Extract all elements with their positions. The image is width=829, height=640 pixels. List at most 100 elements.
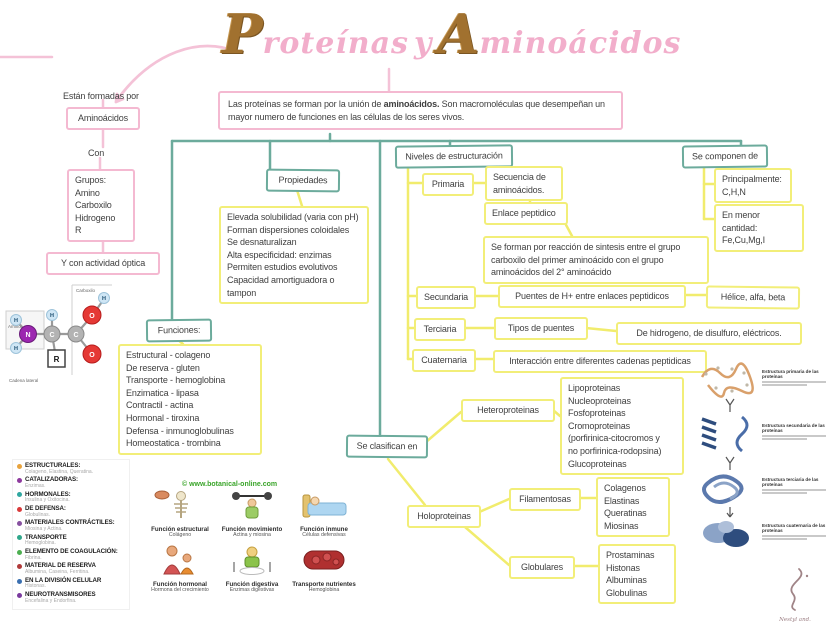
legend-dot bbox=[17, 578, 22, 584]
componen-menor-box: En menor cantidad: Fe,Cu,Mg,I bbox=[714, 204, 804, 252]
caption-text-bar bbox=[762, 492, 807, 494]
legend-item: CATALIZADORAS:Enzimas. bbox=[17, 477, 125, 489]
structure-caption: Estructura terciaria de las proteínas bbox=[762, 477, 826, 494]
down-arrow bbox=[726, 507, 734, 518]
node-terciaria: Terciaria bbox=[414, 318, 466, 341]
protein-types-legend: ESTRUCTURALES:Colageno, Elastina, Querat… bbox=[12, 459, 130, 611]
svg-text:H: H bbox=[50, 313, 54, 319]
legend-dot bbox=[17, 564, 22, 570]
skeleton-illustration bbox=[154, 490, 188, 518]
caption-text-bar bbox=[762, 384, 807, 386]
caption-text-bar bbox=[762, 538, 807, 540]
caption-text-bar bbox=[762, 435, 826, 437]
legend-dot bbox=[17, 592, 22, 598]
node-enlace-peptidico: Enlace peptidico bbox=[484, 202, 568, 225]
node-primaria: Primaria bbox=[422, 173, 474, 196]
node-componen: Se componen de bbox=[681, 144, 769, 169]
primary-structure-chain bbox=[700, 362, 754, 398]
weightlifter-illustration bbox=[232, 492, 272, 519]
node-filamentosas: Filamentosas bbox=[509, 488, 581, 511]
function-cell: Función estructural Colágeno bbox=[146, 489, 214, 539]
nitrogen-atom bbox=[19, 325, 37, 343]
oxygen-atom bbox=[82, 344, 102, 364]
function-cell: Función digestiva Enzimas digestivas bbox=[218, 544, 286, 594]
legend-item: ELEMENTO DE COAGULACIÓN:Fibrina. bbox=[17, 549, 125, 561]
botanical-copyright: © www.botanical-online.com bbox=[182, 481, 278, 488]
tertiary-structure-blob bbox=[702, 474, 744, 504]
globulares-list: Prostaminas Histonas Albuminas Globulina… bbox=[598, 544, 676, 605]
node-heteroproteinas: Heteroproteinas bbox=[461, 399, 555, 422]
cuaternaria-detalle-box: Interacción entre diferentes cadenas pep… bbox=[493, 350, 707, 373]
label-cadena-lateral: Cadena lateral bbox=[9, 378, 38, 383]
svg-text:R: R bbox=[54, 355, 60, 364]
node-holoproteinas: Holoproteinas bbox=[407, 505, 481, 528]
carbon-atom bbox=[43, 325, 61, 343]
enlace-detalle-box: Se forman por reacción de sintesis entre… bbox=[483, 236, 709, 284]
legend-dot bbox=[17, 535, 22, 541]
node-funciones: Funciones: bbox=[145, 318, 213, 342]
title-initial-a: A bbox=[437, 2, 480, 66]
function-cell: Función inmune Células defensivas bbox=[290, 489, 358, 539]
r-group-box bbox=[47, 349, 66, 368]
eating-person-illustration bbox=[233, 546, 271, 575]
tipos-detalle-box: De hidrogeno, de disulfuro, eléctricos. bbox=[616, 322, 802, 345]
down-arrow bbox=[725, 398, 735, 412]
page-title: Proteínas y Aminoácidos bbox=[222, 2, 680, 66]
label-carboxilo: Carboxilo bbox=[76, 288, 96, 293]
node-tipos-puentes: Tipos de puentes bbox=[494, 317, 588, 340]
legend-item: DE DEFENSA:Globulinas. bbox=[17, 506, 125, 518]
node-aminoacidos: Aminoácidos bbox=[66, 107, 140, 130]
svg-text:N: N bbox=[25, 332, 30, 339]
node-propiedades: Propiedades bbox=[265, 168, 341, 192]
funciones-list: Estructural - colageno De reserva - glut… bbox=[118, 344, 262, 455]
alpha-helix bbox=[701, 417, 717, 450]
intro-text-post: Son macromoléculas que desempeñan un may… bbox=[228, 99, 605, 122]
caption-text-bar bbox=[762, 438, 807, 440]
legend-dot bbox=[17, 463, 22, 469]
blood-cells-illustration bbox=[303, 550, 345, 570]
signature-flourish bbox=[790, 568, 809, 611]
structure-caption: Estructura cuaternaria de las proteínas bbox=[762, 523, 826, 540]
legend-item: HORMONALES:Insulina y Oxitocina. bbox=[17, 491, 125, 504]
down-arrow bbox=[725, 456, 735, 470]
filamentosas-list: Colagenos Elastinas Queratinas Miosinas bbox=[596, 477, 670, 538]
beta-sheet-ribbon bbox=[735, 415, 749, 453]
legend-dot bbox=[17, 478, 22, 484]
node-secuencia: Secuencia de aminoácidos. bbox=[485, 166, 563, 202]
amino-acid-molecule-illustration: Carboxilo Amino Cadena lateral H H H H N… bbox=[5, 284, 112, 383]
legend-item: ESTRUCTURALES:Colageno, Elastina, Querat… bbox=[17, 462, 125, 475]
protein-functions-illustrations: © www.botanical-online.com Función estru… bbox=[146, 481, 358, 594]
heteroproteinas-list: Lipoproteinas Nucleoproteinas Fosfoprote… bbox=[560, 377, 684, 476]
hydrogen-atoms: H H H H bbox=[10, 292, 110, 354]
label-formed-by: Están formadas por bbox=[63, 91, 139, 101]
protein-structure-drawings bbox=[700, 362, 754, 547]
label-amino: Amino bbox=[8, 324, 21, 329]
legend-dot bbox=[17, 492, 22, 498]
title-script-1: roteínas bbox=[262, 26, 409, 61]
node-actividad-optica: Y con actividad óptica bbox=[46, 252, 160, 275]
caption-text-bar bbox=[762, 489, 826, 491]
structure-caption: Estructura secundaria de las proteínas bbox=[762, 423, 826, 440]
sick-person-illustration bbox=[302, 494, 347, 518]
svg-text:O: O bbox=[89, 313, 95, 320]
svg-text:H: H bbox=[102, 296, 106, 302]
legend-dot bbox=[17, 549, 22, 555]
protein-structure-figure: Estructura primaria de las proteínas Est… bbox=[692, 355, 829, 555]
title-conjunction: y bbox=[414, 26, 433, 61]
label-con: Con bbox=[88, 148, 105, 158]
legend-dot bbox=[17, 521, 22, 527]
svg-text:C: C bbox=[49, 332, 54, 339]
title-script-2: minoácidos bbox=[479, 26, 682, 61]
structure-caption: Estructura primaria de las proteínas bbox=[762, 369, 826, 386]
function-cell: Transporte nutrientes Hemoglobina bbox=[290, 544, 358, 594]
caption-text-bar bbox=[762, 381, 826, 383]
node-niveles: Niveles de estructuración bbox=[394, 144, 514, 169]
svg-text:H: H bbox=[14, 318, 18, 324]
intro-definition-box: Las proteínas se forman por la unión de … bbox=[218, 91, 623, 131]
node-cuaternaria: Cuaternaria bbox=[412, 349, 476, 372]
author-signature: Nestyl and. bbox=[764, 566, 826, 623]
